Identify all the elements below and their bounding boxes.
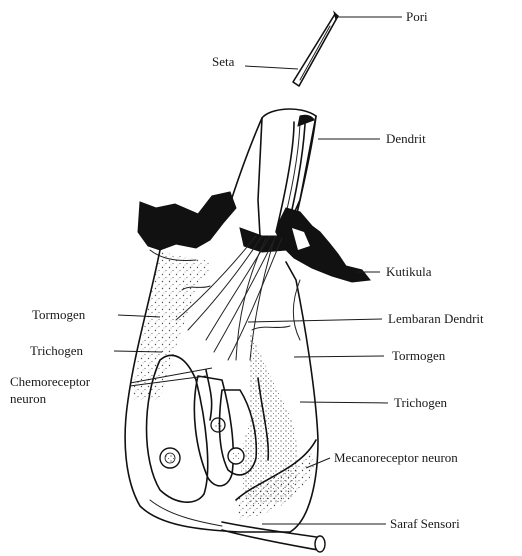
sensory-nerve (150, 500, 325, 552)
label-trichogen-left: Trichogen (30, 343, 83, 358)
label-chemoreceptor-line1: Chemoreceptor (10, 374, 91, 389)
leader-lembaran-dendrit (248, 319, 382, 322)
label-pori: Pori (406, 9, 428, 24)
label-chemoreceptor-line2: neuron (10, 391, 47, 406)
label-lembaran-dendrit: Lembaran Dendrit (388, 311, 484, 326)
leader-tormogen-right (294, 356, 384, 357)
label-mecanoreceptor: Mecanoreceptor neuron (334, 450, 458, 465)
label-trichogen-right: Trichogen (394, 395, 447, 410)
label-kutikula: Kutikula (386, 264, 432, 279)
pore-tip (293, 12, 338, 86)
leader-seta (245, 66, 298, 69)
leader-trichogen-right (300, 402, 388, 403)
label-saraf-sensori: Saraf Sensori (390, 516, 460, 531)
label-tormogen-left: Tormogen (32, 307, 86, 322)
label-tormogen-right: Tormogen (392, 348, 446, 363)
label-seta: Seta (212, 54, 235, 69)
label-dendrit: Dendrit (386, 131, 426, 146)
